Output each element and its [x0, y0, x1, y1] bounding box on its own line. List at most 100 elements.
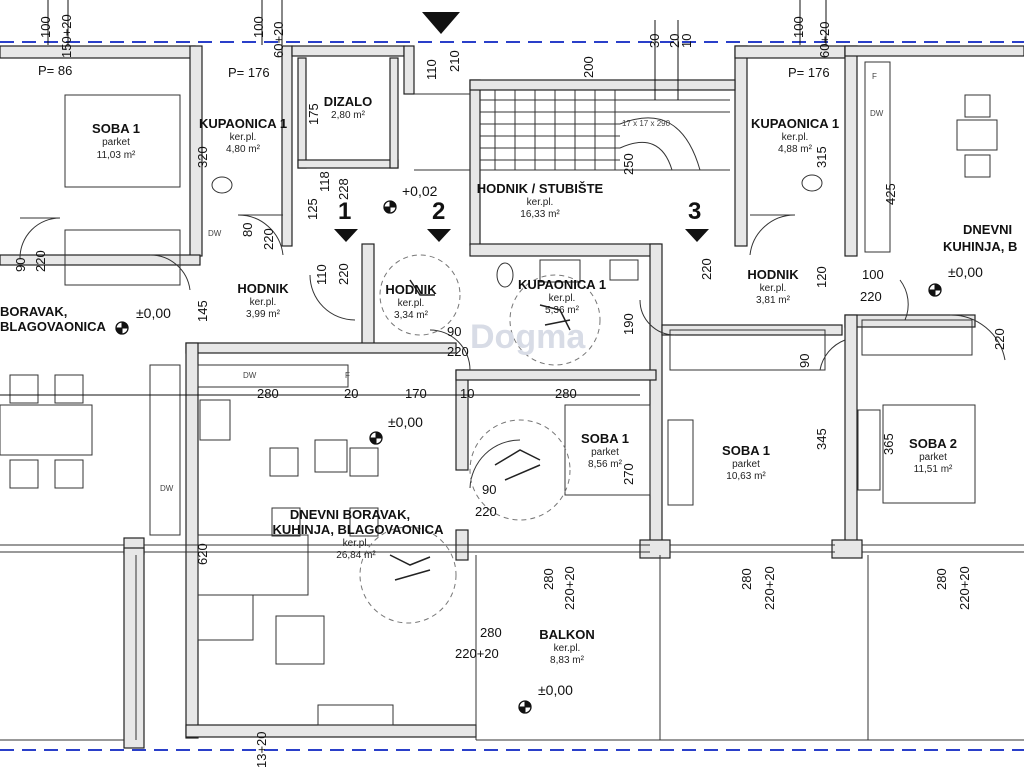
- dim-v: 620: [195, 543, 210, 565]
- room-floor: parket: [102, 137, 130, 148]
- wheelchair-icons: [389, 279, 571, 581]
- dim-v: 365: [881, 433, 896, 455]
- dim-top: 60+20: [271, 21, 286, 58]
- dim-top: 100: [38, 16, 53, 38]
- room-floor: ker.pl.: [229, 132, 257, 143]
- room-name: DNEVNI BORAVAK,: [289, 507, 411, 522]
- room-area: 11,03 m²: [96, 150, 136, 161]
- dim-top: 30: [647, 33, 662, 48]
- dim-h: 280: [257, 386, 279, 401]
- room-floor: ker.pl.: [526, 197, 554, 208]
- room-floor: ker.pl.: [553, 643, 581, 654]
- dim-v: 250: [621, 153, 636, 175]
- dim-v: 190: [621, 313, 636, 335]
- dim-v: 220: [336, 263, 351, 285]
- room-area: 11,51 m²: [913, 464, 953, 475]
- room-area: 3,81 m²: [756, 295, 790, 306]
- dim-v: 125: [305, 198, 320, 220]
- dim-top: 100: [791, 16, 806, 38]
- dim-v: 145: [195, 300, 210, 322]
- level-main: ±0,00: [388, 414, 423, 430]
- dim-v: 175: [306, 103, 321, 125]
- stair-treads: [414, 90, 730, 171]
- level-left: ±0,00: [136, 305, 171, 321]
- dim-h: 10: [460, 386, 475, 401]
- room-floor: ker.pl.: [342, 538, 370, 549]
- dim-h: 100: [862, 267, 884, 282]
- level-markers: [115, 200, 942, 714]
- room-area: 4,88 m²: [778, 144, 812, 155]
- appliance-label: DW: [208, 229, 222, 238]
- dim-h: 90: [482, 482, 497, 497]
- room-name: HODNIK: [747, 267, 799, 282]
- dim-v: 90: [797, 353, 812, 368]
- dim-h: 90: [447, 324, 462, 339]
- dim-v: 220+20: [762, 566, 777, 610]
- room-area: 4,80 m²: [226, 144, 260, 155]
- room-name: KUPAONICA 1: [198, 116, 288, 131]
- room-floor: parket: [732, 459, 760, 470]
- dim-v: 220+20: [957, 566, 972, 610]
- room-area: 8,83 m²: [550, 655, 584, 666]
- dimension-ticks: [0, 0, 827, 396]
- dim-h: 220: [860, 289, 882, 304]
- room-name: SOBA 2: [909, 436, 957, 451]
- room-name: SOBA 1: [722, 443, 770, 458]
- p-note: P= 86: [38, 63, 73, 78]
- dim-h: 170: [405, 386, 427, 401]
- dim-v: 320: [195, 146, 210, 168]
- room-area: 5,36 m²: [545, 305, 579, 316]
- room-name: DNEVNI: [963, 222, 1013, 237]
- room-name-line2: KUHINJA, B: [943, 239, 1018, 254]
- room-area: 16,33 m²: [520, 209, 560, 220]
- dim-h: 280: [555, 386, 577, 401]
- dim-v: 220: [261, 228, 276, 250]
- dim-v: 90: [13, 257, 28, 272]
- dim-v: 270: [621, 463, 636, 485]
- dim-v: 210: [447, 50, 462, 72]
- room-area: 3,34 m²: [394, 310, 428, 321]
- room-area: 2,80 m²: [331, 110, 365, 121]
- room-area: 3,99 m²: [246, 309, 280, 320]
- room-floor: parket: [919, 452, 947, 463]
- dim-h: 280: [480, 625, 502, 640]
- dim-v: 110: [314, 264, 329, 285]
- dim-v: 118: [317, 171, 332, 192]
- axis-lines: [0, 41, 1024, 751]
- room-area: 8,56 m²: [588, 459, 622, 470]
- dim-h: 220: [475, 504, 497, 519]
- appliance-label: F: [345, 371, 350, 380]
- dim-v: 345: [814, 428, 829, 450]
- p-note: P= 176: [228, 65, 270, 80]
- dim-h: 220+20: [455, 646, 499, 661]
- section-arrows: [334, 12, 709, 242]
- p-note: P= 176: [788, 65, 830, 80]
- level-right: ±0,00: [948, 264, 983, 280]
- level-balkon: ±0,00: [538, 682, 573, 698]
- room-floor: ker.pl.: [759, 283, 787, 294]
- room-floor: ker.pl.: [548, 293, 576, 304]
- section-number: 3: [688, 198, 702, 225]
- room-name: HODNIK: [385, 282, 437, 297]
- dim-top: 60+20: [817, 21, 832, 58]
- section-number: 1: [338, 198, 352, 225]
- room-area: 26,84 m²: [336, 550, 376, 561]
- turning-circles: [359, 254, 601, 624]
- dim-v: 220: [992, 328, 1007, 350]
- room-floor: ker.pl.: [249, 297, 277, 308]
- room-name: HODNIK / STUBIŠTE: [476, 181, 604, 196]
- level-stair: +0,02: [402, 183, 438, 199]
- dim-v: 120: [814, 266, 829, 288]
- watermark: Dogma: [470, 318, 586, 356]
- room-name: SOBA 1: [581, 431, 629, 446]
- interior-lines: [0, 61, 1024, 741]
- dim-top: 150+20: [59, 14, 74, 58]
- dim-v: 280: [934, 568, 949, 590]
- dim-v: 315: [814, 146, 829, 168]
- room-name: HODNIK: [237, 281, 289, 296]
- dim-v: 220: [33, 250, 48, 272]
- appliance-label: F: [872, 72, 877, 81]
- room-floor: ker.pl.: [397, 298, 425, 309]
- dim-v: 200: [581, 56, 596, 78]
